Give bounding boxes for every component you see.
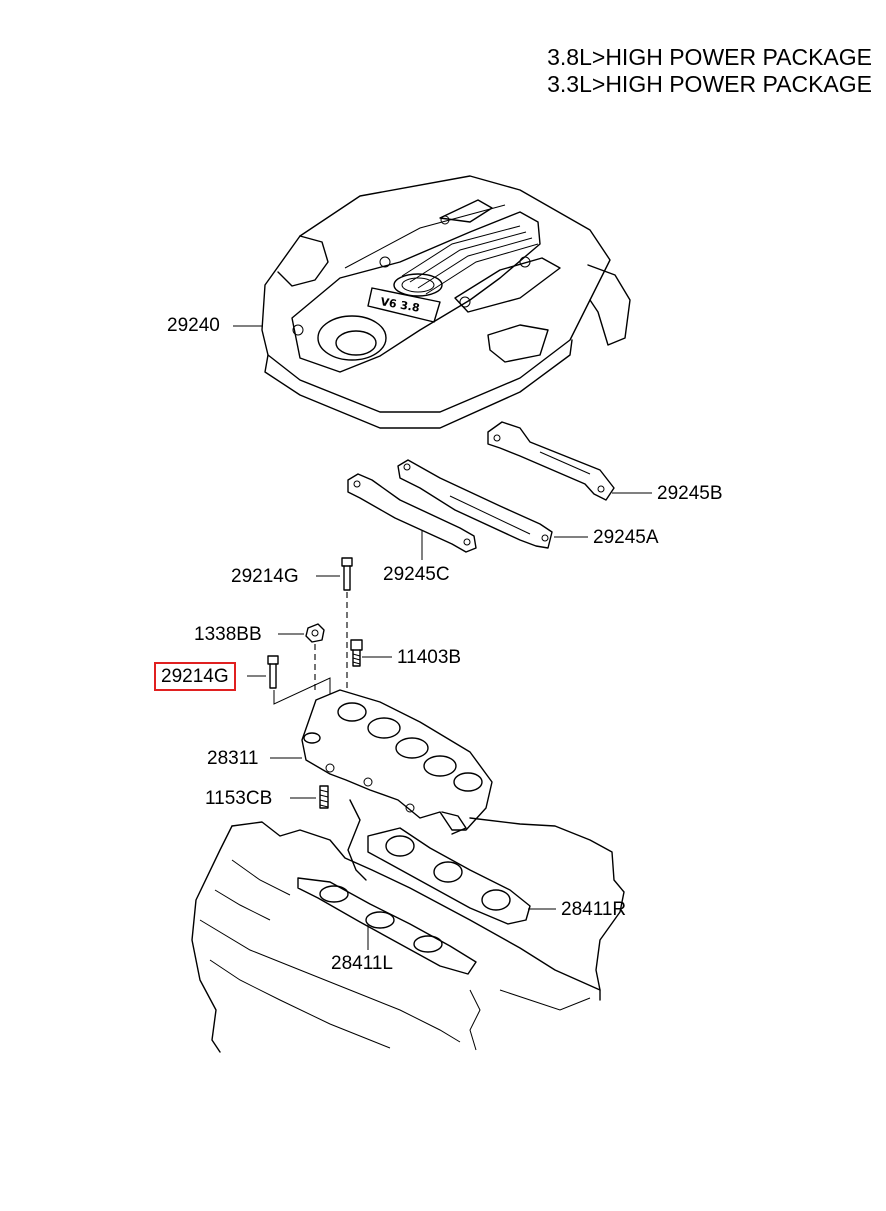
header-line-1: 3.8L>HIGH POWER PACKAGE [547, 44, 872, 70]
gasket-28411L-drawing [297, 877, 477, 975]
bolt-29214G-upper-drawing [341, 557, 353, 591]
engine-cover-drawing: V6 3.8 [261, 175, 631, 429]
bracket-29245B-drawing [487, 421, 615, 501]
part-label-1338BB[interactable]: 1338BB [194, 624, 262, 645]
part-label-29245C[interactable]: 29245C [383, 564, 450, 585]
part-label-29245B[interactable]: 29245B [657, 483, 723, 504]
part-label-29214G-upper[interactable]: 29214G [231, 566, 299, 587]
part-label-29245A[interactable]: 29245A [593, 527, 659, 548]
header-line-2: 3.3L>HIGH POWER PACKAGE [547, 71, 872, 97]
bracket-29245C-drawing [347, 473, 477, 553]
gasket-28411R-drawing [367, 827, 531, 925]
bracket-29245A-drawing [397, 459, 553, 549]
bolt-29214G-lower-drawing [267, 655, 279, 689]
stud-1153CB-drawing [319, 785, 329, 809]
part-label-29214G-highlighted[interactable]: 29214G [154, 662, 236, 691]
engine-block-outline [191, 799, 625, 1053]
part-label-28411L[interactable]: 28411L [331, 953, 393, 974]
intake-manifold-drawing [301, 689, 493, 835]
part-label-28411R[interactable]: 28411R [561, 899, 627, 920]
part-label-1153CB[interactable]: 1153CB [205, 788, 273, 809]
bolt-11403B-drawing [350, 639, 363, 667]
part-label-29240[interactable]: 29240 [167, 315, 220, 336]
part-label-11403B[interactable]: 11403B [397, 647, 462, 668]
nut-1338BB-drawing [305, 623, 325, 643]
part-label-28311[interactable]: 28311 [207, 748, 259, 769]
